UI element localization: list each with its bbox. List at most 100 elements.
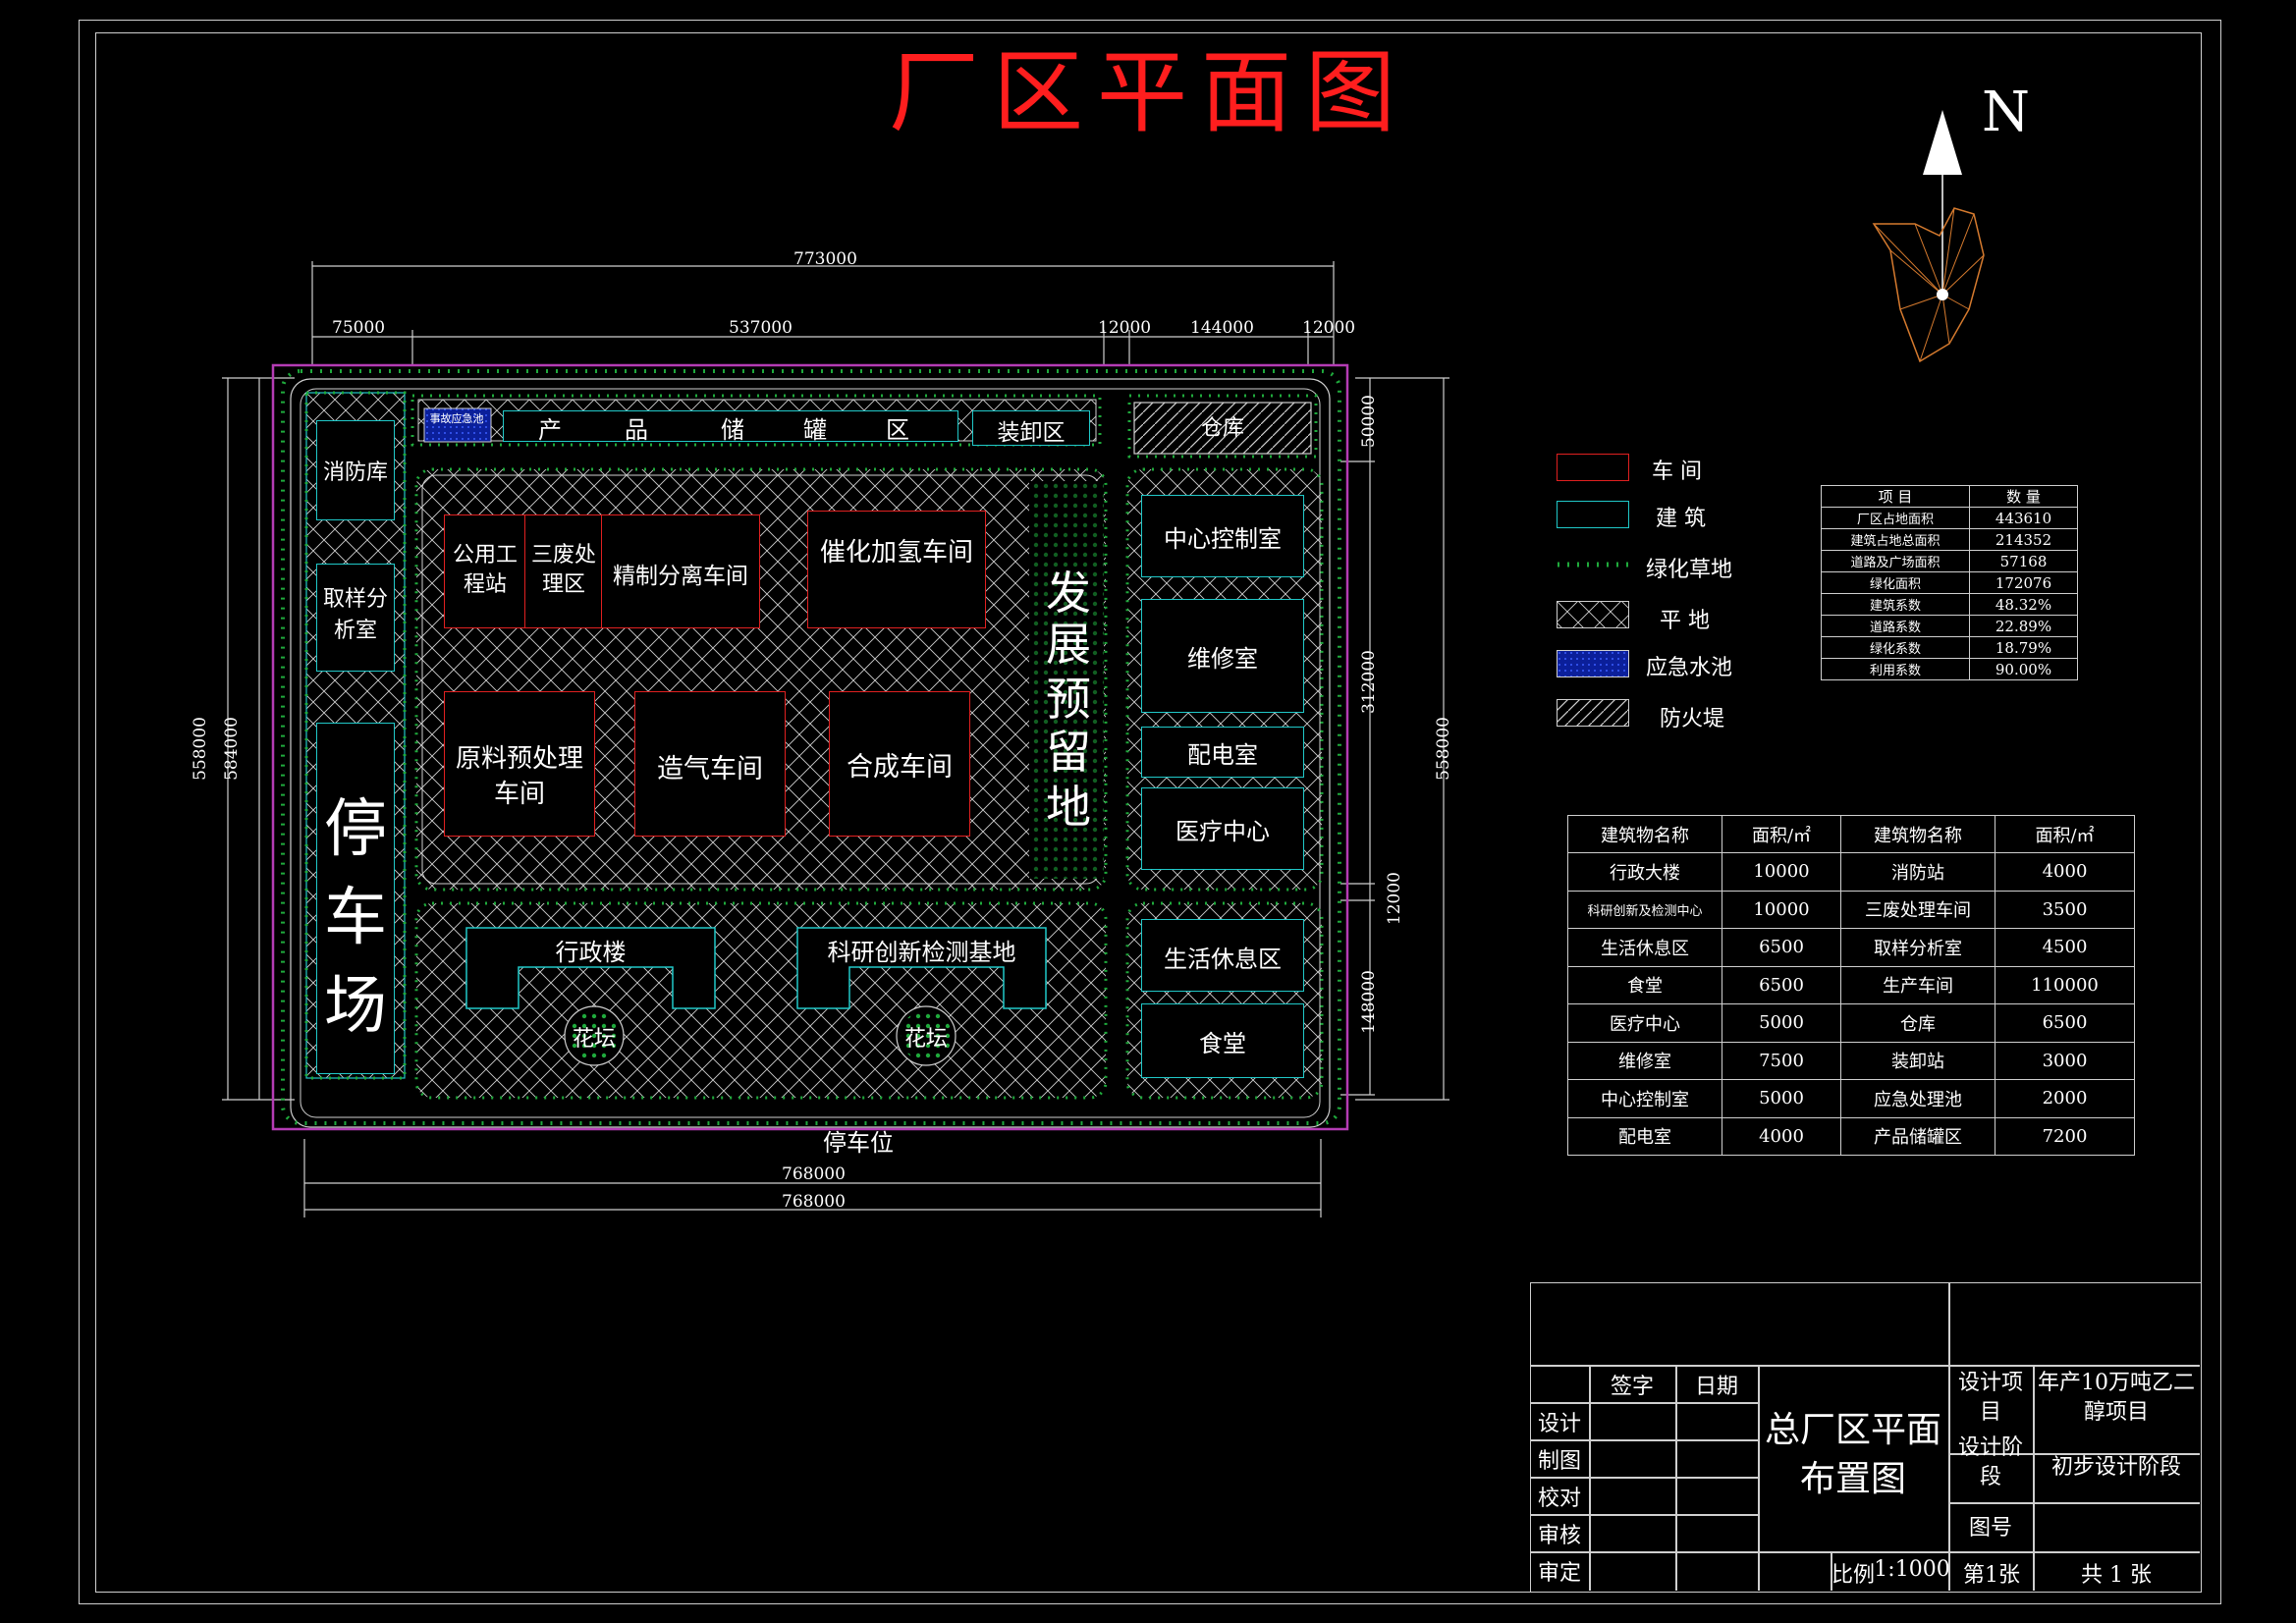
summary-cell: 厂区占地面积	[1821, 507, 1970, 529]
summary-cell: 172076	[1969, 571, 2078, 594]
dim-top-gap1: 12000	[1098, 318, 1152, 338]
unloading-area: 装卸区	[972, 410, 1090, 446]
repair-room: 维修室	[1141, 599, 1304, 713]
dim-right-outer: 558000	[1434, 717, 1453, 781]
repair-label: 维修室	[1187, 645, 1258, 673]
building-cell: 产品储罐区	[1840, 1116, 1995, 1156]
legend-label: 绿化草地	[1646, 558, 1733, 582]
flowerbed-label: 花坛	[572, 1027, 616, 1052]
storage-char: 品	[625, 416, 648, 444]
summary-cell: 22.89%	[1969, 615, 2078, 637]
emergency-pool-label: 事故应急池	[429, 412, 484, 425]
drawing-frame-inner	[95, 32, 2202, 1593]
utility-label: 公用工程站	[452, 543, 518, 597]
building-cell: 6500	[1722, 965, 1841, 1004]
drawing-frame-outer	[79, 20, 2221, 1604]
tb-sign-header: 签字	[1610, 1375, 1654, 1399]
legend-label: 建 筑	[1656, 507, 1706, 531]
building-cell: 5000	[1722, 1079, 1841, 1118]
building-header: 建筑物名称	[1567, 815, 1722, 853]
building-cell: 仓库	[1840, 1003, 1995, 1043]
building-header: 面积/㎡	[1995, 815, 2135, 853]
building-cell: 6500	[1995, 1003, 2135, 1043]
product-storage-area	[503, 410, 958, 442]
tb-drawing-name: 总厂区平面布置图	[1764, 1410, 1941, 1499]
legend-pool-swatch	[1557, 650, 1629, 677]
reserve-char: 展	[1046, 618, 1091, 671]
storage-char: 区	[886, 416, 909, 444]
tb-number-label: 图号	[1968, 1516, 2012, 1541]
reserve-char: 留	[1046, 726, 1091, 779]
building-cell: 2000	[1995, 1079, 2135, 1118]
canteen: 食堂	[1141, 1003, 1304, 1078]
dim-top-left: 75000	[332, 318, 386, 338]
control-room-label: 中心控制室	[1164, 525, 1282, 553]
reserve-char: 预	[1046, 673, 1091, 726]
building-cell: 配电室	[1567, 1116, 1722, 1156]
north-arrow-icon	[1872, 110, 1985, 363]
dim-top-right: 144000	[1190, 318, 1254, 338]
building-cell: 4000	[1722, 1116, 1841, 1156]
flowerbed-label: 花坛	[903, 1027, 948, 1052]
dim-right-gap: 12000	[1385, 872, 1404, 926]
building-cell: 生活休息区	[1567, 928, 1722, 967]
tb-stage-label: 设计阶段	[1957, 1435, 2023, 1489]
legend-flat-swatch	[1557, 601, 1629, 628]
refining-workshop: 精制分离车间	[601, 514, 760, 628]
catalytic-workshop: 催化加氢车间	[807, 511, 986, 628]
admin-building-label: 行政楼	[555, 939, 627, 966]
building-cell: 应急处理池	[1840, 1079, 1995, 1118]
parking-lot: 停 车 场	[316, 723, 395, 1074]
summary-cell: 利用系数	[1821, 658, 1970, 680]
sampling-lab-label: 取样分析室	[322, 587, 388, 643]
research-base-label: 科研创新检测基地	[827, 939, 1016, 966]
title-block	[1530, 1282, 2202, 1593]
building-cell: 10000	[1722, 890, 1841, 929]
tb-role: 审定	[1537, 1561, 1581, 1586]
north-label: N	[1982, 81, 2030, 144]
building-cell: 三废处理车间	[1840, 890, 1995, 929]
catalytic-label: 催化加氢车间	[819, 538, 973, 568]
summary-cell: 道路系数	[1821, 615, 1970, 637]
power-room: 配电室	[1141, 727, 1304, 778]
building-cell: 维修室	[1567, 1041, 1722, 1080]
dim-right-bottom: 148000	[1359, 970, 1379, 1034]
fire-station: 消防库	[316, 420, 395, 520]
dim-right-mid: 312000	[1359, 650, 1379, 714]
summary-cell: 建筑占地总面积	[1821, 528, 1970, 551]
control-room: 中心控制室	[1141, 495, 1304, 577]
synthesis-label: 合成车间	[847, 752, 953, 783]
building-cell: 行政大楼	[1567, 852, 1722, 892]
building-header: 面积/㎡	[1722, 815, 1841, 853]
legend-label: 防火堤	[1660, 707, 1725, 731]
parking-char: 停	[324, 793, 387, 866]
legend-label: 平 地	[1660, 609, 1710, 633]
utility-station: 公用工程站	[444, 514, 526, 628]
building-cell: 7200	[1995, 1116, 2135, 1156]
dim-left-outer: 558000	[191, 717, 210, 781]
tb-role: 审核	[1537, 1524, 1581, 1548]
storage-char: 产	[538, 416, 562, 444]
tb-project-label: 设计项目	[1957, 1371, 2023, 1425]
summary-cell: 57168	[1969, 550, 2078, 572]
summary-cell: 48.32%	[1969, 593, 2078, 616]
waste-label: 三废处理区	[530, 543, 596, 597]
legend-building-swatch	[1557, 501, 1629, 528]
tb-scale-value: 1:1000	[1874, 1557, 1950, 1582]
legend-firedike-swatch	[1557, 699, 1629, 727]
dimension-lines	[222, 261, 1449, 1217]
dim-top-mid: 537000	[729, 318, 793, 338]
summary-header: 数 量	[1969, 485, 2078, 508]
rest-area: 生活休息区	[1141, 919, 1304, 992]
building-cell: 7500	[1722, 1041, 1841, 1080]
canteen-label: 食堂	[1199, 1030, 1246, 1057]
summary-cell: 建筑系数	[1821, 593, 1970, 616]
legend-label: 车 间	[1652, 460, 1702, 484]
summary-cell: 道路及广场面积	[1821, 550, 1970, 572]
page-title: 厂区平面图	[888, 40, 1409, 145]
raw-pretreat-label: 原料预处理车间	[455, 744, 583, 809]
summary-cell: 绿化系数	[1821, 636, 1970, 659]
reserve-char: 发	[1046, 567, 1091, 620]
